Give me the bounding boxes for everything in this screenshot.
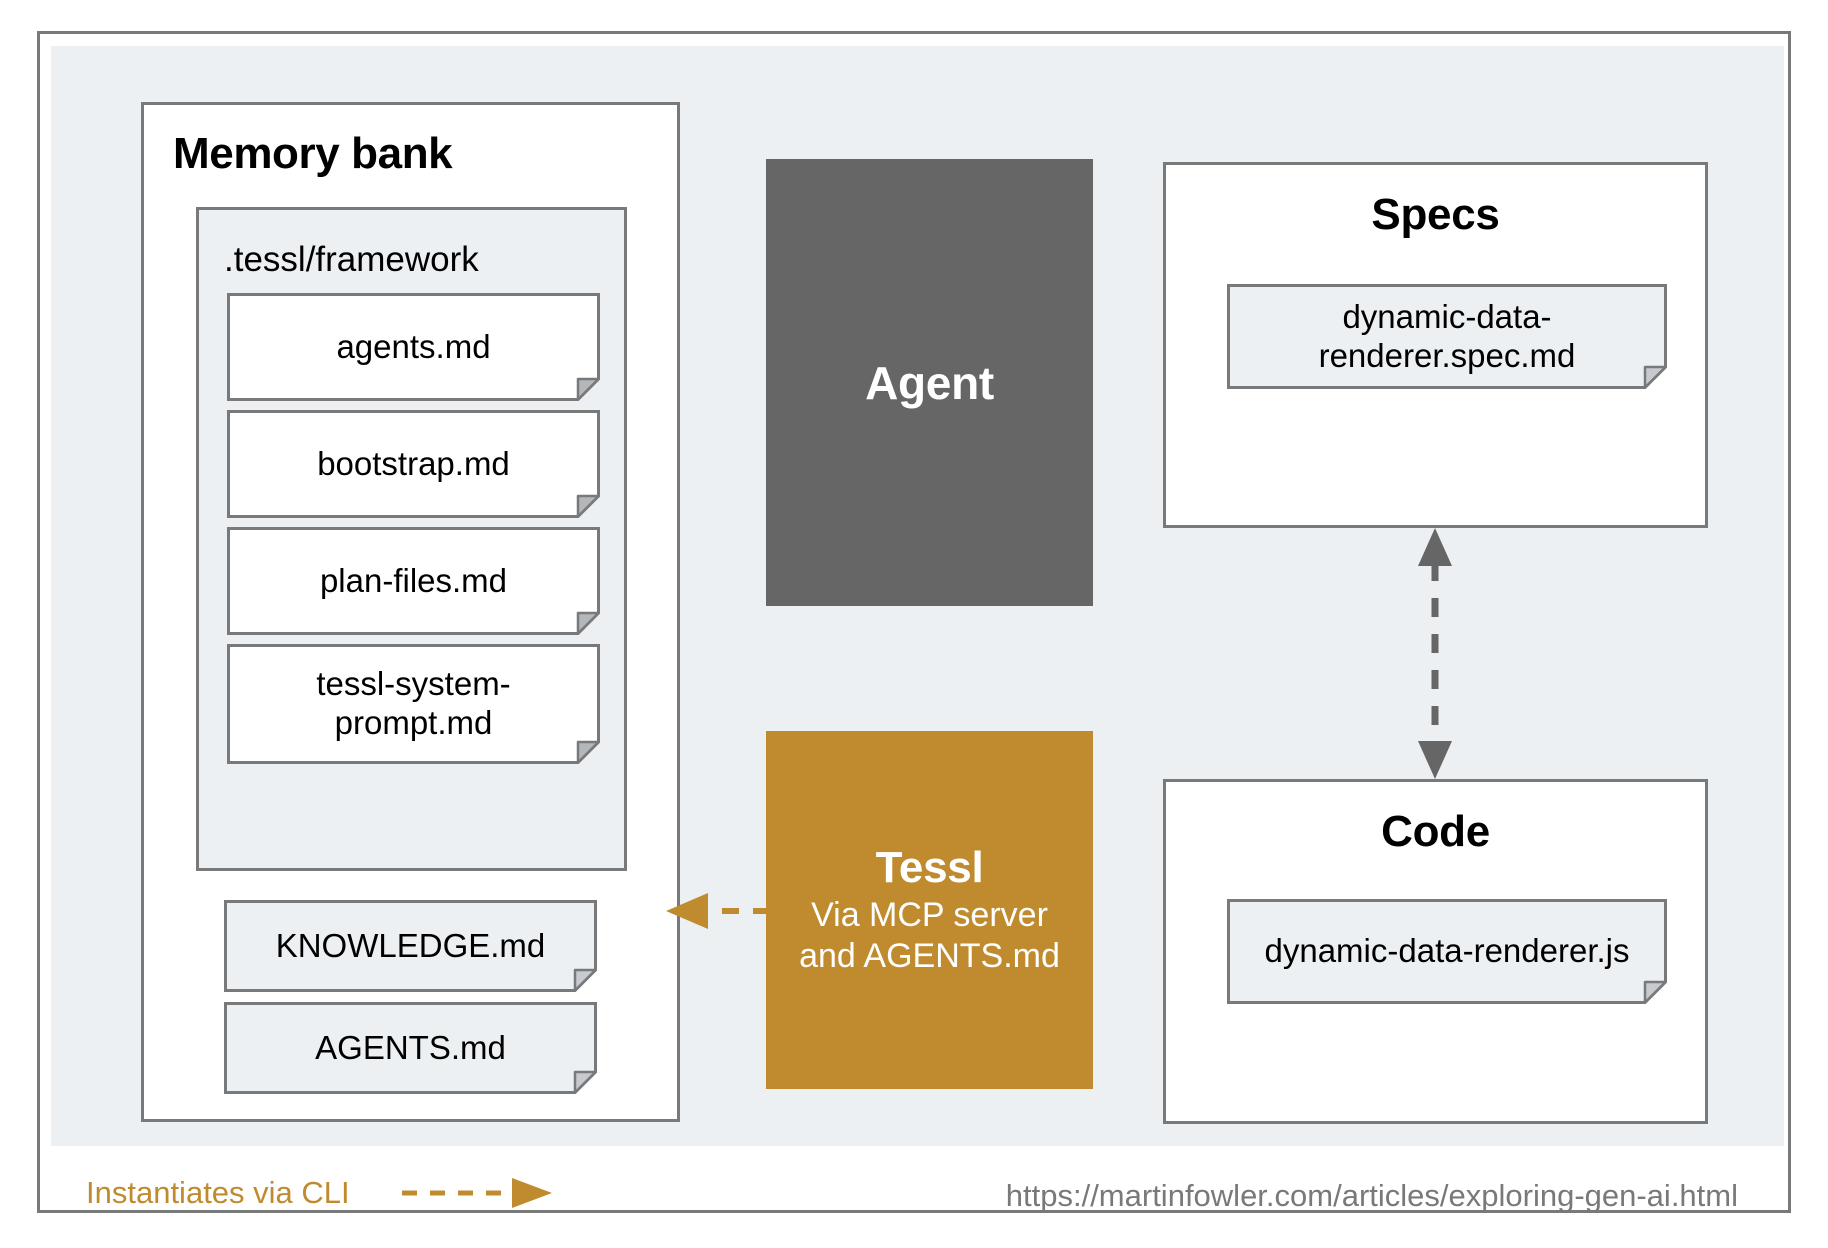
file-card-label: dynamic-data-renderer.js (1264, 932, 1630, 970)
agent-label: Agent (865, 356, 994, 409)
legend: Instantiates via CLI (86, 1175, 552, 1211)
file-card-plan-files-md[interactable]: plan-files.md (227, 527, 600, 635)
file-card-tessl-system-prompt-md[interactable]: tessl-system-prompt.md (227, 644, 600, 764)
specs-panel: Specs dynamic-data-renderer.spec.md (1163, 162, 1708, 528)
file-card-dynamic-data-renderer-js[interactable]: dynamic-data-renderer.js (1227, 899, 1667, 1004)
file-card-label: KNOWLEDGE.md (275, 926, 546, 964)
tessl-title: Tessl (875, 843, 984, 893)
legend-dashed-arrow-icon (401, 1178, 552, 1208)
note-shape-icon (227, 410, 600, 518)
file-card-label: bootstrap.md (317, 444, 510, 482)
file-card-knowledge-md[interactable]: KNOWLEDGE.md (224, 900, 597, 992)
file-card-label: agents.md (336, 327, 491, 365)
tessl-framework-group: .tessl/framework agents.md bootstrap.md (196, 207, 627, 871)
tessl-box[interactable]: Tessl Via MCP server and AGENTS.md (766, 731, 1093, 1089)
code-title: Code (1381, 807, 1490, 856)
file-card-label: plan-files.md (319, 561, 508, 599)
file-card-label: tessl-system-prompt.md (316, 665, 511, 741)
legend-label: Instantiates via CLI (86, 1175, 350, 1210)
file-card-label: dynamic-data-renderer.spec.md (1318, 297, 1576, 374)
specs-title: Specs (1371, 190, 1500, 239)
note-shape-icon (227, 293, 600, 401)
file-card-dynamic-data-renderer-spec-md[interactable]: dynamic-data-renderer.spec.md (1227, 284, 1667, 389)
memory-bank-title: Memory bank (173, 129, 453, 178)
file-card-label: AGENTS.md (315, 1028, 506, 1066)
file-card-bootstrap-md[interactable]: bootstrap.md (227, 410, 600, 518)
note-shape-icon (227, 644, 600, 764)
code-panel: Code dynamic-data-renderer.js (1163, 779, 1708, 1124)
tessl-to-memory-bank-arrow (666, 893, 770, 929)
note-shape-icon (224, 1002, 597, 1094)
tessl-subtitle-line-1: Via MCP server (811, 896, 1048, 935)
file-card-agents-md[interactable]: agents.md (227, 293, 600, 401)
memory-bank-container: Memory bank .tessl/framework agents.md b… (141, 102, 680, 1122)
note-shape-icon (224, 900, 597, 992)
note-shape-icon (1227, 899, 1667, 1004)
file-card-agents-md-root[interactable]: AGENTS.md (224, 1002, 597, 1094)
note-shape-icon (1227, 284, 1667, 389)
tessl-framework-title: .tessl/framework (224, 240, 479, 279)
specs-code-bidirectional-arrow (1418, 528, 1452, 779)
note-shape-icon (227, 527, 600, 635)
tessl-subtitle-line-2: and AGENTS.md (799, 937, 1060, 975)
source-url: https://martinfowler.com/articles/explor… (1005, 1178, 1738, 1213)
agent-box[interactable]: Agent (766, 159, 1093, 606)
